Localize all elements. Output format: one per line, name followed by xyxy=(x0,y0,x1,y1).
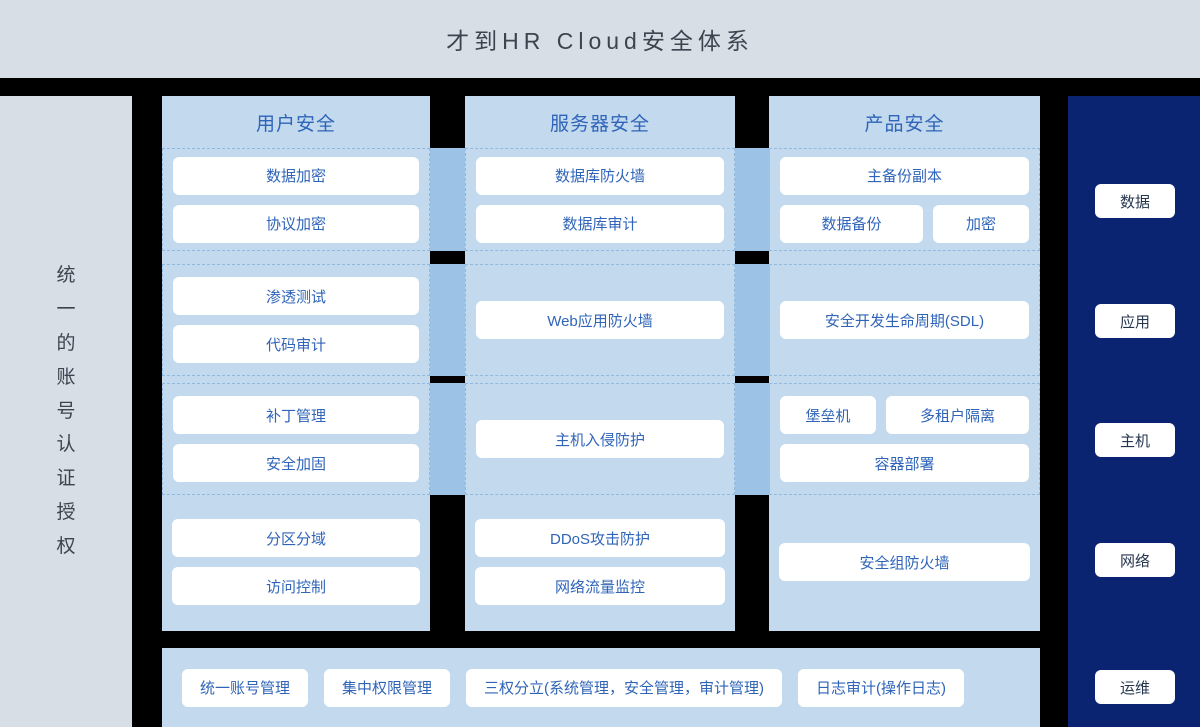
column-connector xyxy=(430,264,465,376)
left-panel-unified-auth: 统一的账号认证授权 xyxy=(0,96,132,727)
layer-band-3: 安全组防火墙 xyxy=(769,500,1040,624)
control-pill[interactable]: 堡垒机 xyxy=(780,396,876,434)
band-items: 安全组防火墙 xyxy=(779,500,1030,624)
band-items: 主机入侵防护 xyxy=(476,384,724,494)
governance-pill[interactable]: 统一账号管理 xyxy=(182,668,309,707)
column-connector xyxy=(735,383,770,495)
security-column-2: 产品安全主备份副本数据备份加密安全开发生命周期(SDL)堡垒机多租户隔离容器部署… xyxy=(769,96,1040,631)
control-pill[interactable]: 安全开发生命周期(SDL) xyxy=(780,301,1029,339)
category-sidebar: 数据应用主机网络运维 xyxy=(1068,96,1200,727)
column-title: 服务器安全 xyxy=(549,113,650,135)
control-pill[interactable]: 网络流量监控 xyxy=(475,567,725,605)
column-connector xyxy=(430,383,465,495)
band-items: Web应用防火墙 xyxy=(476,265,724,375)
sidebar-item-数据[interactable]: 数据 xyxy=(1095,184,1175,218)
control-pill[interactable]: 主机入侵防护 xyxy=(476,420,724,458)
governance-pill[interactable]: 集中权限管理 xyxy=(324,668,451,707)
header-band xyxy=(0,0,1200,78)
governance-pill[interactable]: 日志审计(操作日志) xyxy=(798,668,965,707)
control-pill[interactable]: 访问控制 xyxy=(172,567,420,605)
control-pill[interactable]: 补丁管理 xyxy=(173,396,419,434)
control-pill[interactable]: 渗透测试 xyxy=(173,277,419,315)
control-pill[interactable]: 代码审计 xyxy=(173,325,419,363)
security-column-0: 用户安全数据加密协议加密渗透测试代码审计补丁管理安全加固分区分域访问控制 xyxy=(162,96,430,631)
control-pill[interactable]: 协议加密 xyxy=(173,204,419,243)
sidebar-item-网络[interactable]: 网络 xyxy=(1095,543,1175,577)
band-items: 渗透测试代码审计 xyxy=(173,265,419,375)
control-pill[interactable]: 主备份副本 xyxy=(780,156,1029,195)
left-panel-label: 统一的账号认证授权 xyxy=(56,265,76,557)
layer-band-0: 数据加密协议加密 xyxy=(162,148,430,251)
band-items: 主备份副本数据备份加密 xyxy=(780,149,1029,250)
layer-band-0: 数据库防火墙数据库审计 xyxy=(465,148,735,251)
bottom-items-host: 统一账号管理集中权限管理三权分立(系统管理，安全管理，审计管理) 日志审计(操作日… xyxy=(182,648,1020,727)
band-items: 安全开发生命周期(SDL) xyxy=(780,265,1029,375)
layer-band-1: 渗透测试代码审计 xyxy=(162,264,430,376)
control-pill[interactable]: 数据备份 xyxy=(780,204,923,243)
column-connector xyxy=(430,148,465,251)
sidebar-item-主机[interactable]: 主机 xyxy=(1095,423,1175,457)
control-pill[interactable]: 数据库审计 xyxy=(476,204,724,243)
governance-pill[interactable]: 三权分立(系统管理，安全管理，审计管理) xyxy=(466,668,783,707)
layer-band-2: 主机入侵防护 xyxy=(465,383,735,495)
band-items: 补丁管理安全加固 xyxy=(173,384,419,494)
column-title: 产品安全 xyxy=(864,113,945,135)
band-items: 分区分域访问控制 xyxy=(172,500,420,624)
band-items: 数据加密协议加密 xyxy=(173,149,419,250)
sidebar-item-应用[interactable]: 应用 xyxy=(1095,304,1175,338)
page-title: 才到HR Cloud安全体系 xyxy=(446,28,754,54)
band-items: 数据库防火墙数据库审计 xyxy=(476,149,724,250)
control-pill[interactable]: DDoS攻击防护 xyxy=(475,519,725,557)
control-pill[interactable]: 多租户隔离 xyxy=(886,396,1029,434)
security-column-1: 服务器安全数据库防火墙数据库审计 Web应用防火墙主机入侵防护 DDoS攻击防护网络… xyxy=(465,96,735,631)
band-items: DDoS攻击防护网络流量监控 xyxy=(475,500,725,624)
layer-band-1: Web应用防火墙 xyxy=(465,264,735,376)
layer-band-1: 安全开发生命周期(SDL) xyxy=(769,264,1040,376)
layer-band-2: 补丁管理安全加固 xyxy=(162,383,430,495)
layer-band-3: DDoS攻击防护网络流量监控 xyxy=(465,500,735,624)
control-pill[interactable]: 数据加密 xyxy=(173,156,419,195)
bottom-governance-bar: 统一账号管理集中权限管理三权分立(系统管理，安全管理，审计管理) 日志审计(操作日… xyxy=(162,648,1040,727)
layer-band-2: 堡垒机多租户隔离容器部署 xyxy=(769,383,1040,495)
layer-band-0: 主备份副本数据备份加密 xyxy=(769,148,1040,251)
pill-row: 堡垒机多租户隔离 xyxy=(780,396,1029,434)
control-pill[interactable]: 安全组防火墙 xyxy=(779,543,1030,581)
control-pill[interactable]: Web应用防火墙 xyxy=(476,301,724,339)
column-title: 用户安全 xyxy=(255,113,336,135)
column-connector xyxy=(735,264,770,376)
control-pill[interactable]: 数据库防火墙 xyxy=(476,156,724,195)
pill-row: 数据备份加密 xyxy=(780,204,1029,243)
column-connector xyxy=(735,148,770,251)
control-pill[interactable]: 容器部署 xyxy=(780,444,1029,482)
layer-band-3: 分区分域访问控制 xyxy=(162,500,430,624)
band-items: 堡垒机多租户隔离容器部署 xyxy=(780,384,1029,494)
control-pill[interactable]: 安全加固 xyxy=(173,444,419,482)
control-pill[interactable]: 分区分域 xyxy=(172,519,420,557)
control-pill[interactable]: 加密 xyxy=(933,204,1029,243)
sidebar-item-运维[interactable]: 运维 xyxy=(1095,670,1175,704)
